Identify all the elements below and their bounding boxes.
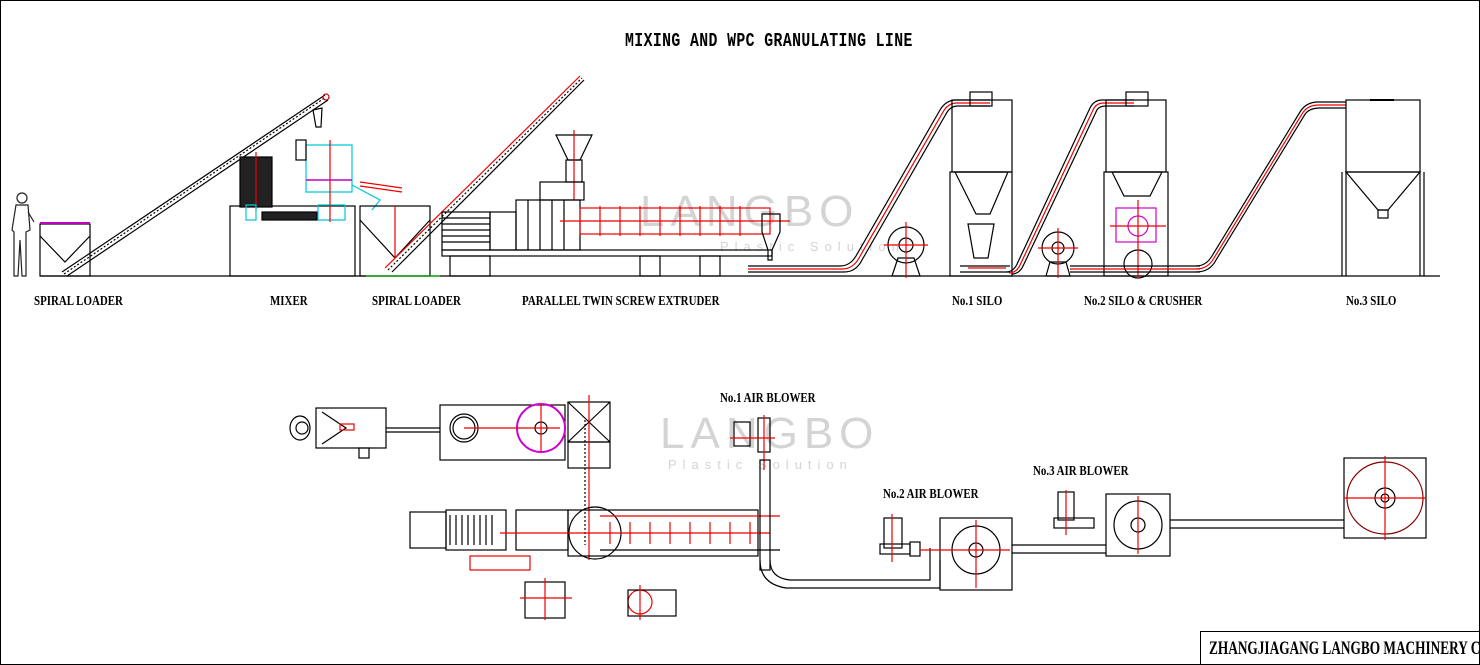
watermark-tagline-bottom: Plastic Solution — [668, 457, 853, 472]
company-name: ZHANGJIAGANG LANGBO MACHINERY CO.LTD. — [1209, 638, 1480, 659]
label-spiral-loader-1: SPIRAL LOADER — [34, 294, 123, 309]
plan-mixer — [439, 403, 566, 461]
operator-figure — [11, 192, 35, 277]
plan-hopper — [567, 395, 611, 560]
plan-auxiliary-units — [520, 578, 677, 620]
label-extruder: PARALLEL TWIN SCREW EXTRUDER — [522, 294, 720, 309]
pipe-to-silo-1 — [748, 99, 990, 273]
mixer — [229, 139, 403, 277]
label-silo-3: No.3 SILO — [1346, 294, 1397, 309]
silo-3 — [1341, 99, 1425, 276]
plan-spiral-loader — [315, 407, 440, 459]
label-spiral-loader-2: SPIRAL LOADER — [372, 294, 461, 309]
diagram-title: MIXING AND WPC GRANULATING LINE — [625, 30, 913, 52]
plan-air-blower-2 — [879, 514, 1106, 591]
label-air-blower-3: No.3 AIR BLOWER — [1033, 464, 1129, 479]
label-air-blower-1: No.1 AIR BLOWER — [720, 391, 816, 406]
plan-silo-3 — [1343, 456, 1427, 540]
watermark-brand-bottom: LANGBO — [660, 409, 880, 458]
twin-screw-extruder — [441, 130, 790, 277]
silo-2-crusher — [1070, 91, 1200, 279]
watermark-brand-top: LANGBO — [640, 187, 860, 236]
label-silo-2-crusher: No.2 SILO & CRUSHER — [1084, 294, 1203, 309]
title-block: ZHANGJIAGANG LANGBO MACHINERY CO.LTD. — [1200, 631, 1480, 665]
label-silo-1: No.1 SILO — [952, 294, 1003, 309]
plan-extruder — [409, 506, 780, 571]
spiral-loader-1 — [39, 93, 330, 277]
label-air-blower-2: No.2 AIR BLOWER — [883, 487, 979, 502]
plan-air-blower-3 — [1053, 490, 1344, 557]
pipe-to-silo-2 — [1005, 99, 1134, 275]
air-blower-1-elevation — [884, 222, 928, 278]
silo-1 — [949, 91, 1013, 277]
pipe-to-silo-3 — [1195, 101, 1346, 273]
air-blower-2-elevation — [1038, 228, 1078, 278]
plan-operator — [289, 415, 311, 441]
label-mixer: MIXER — [270, 294, 308, 309]
spiral-loader-2 — [359, 75, 585, 277]
